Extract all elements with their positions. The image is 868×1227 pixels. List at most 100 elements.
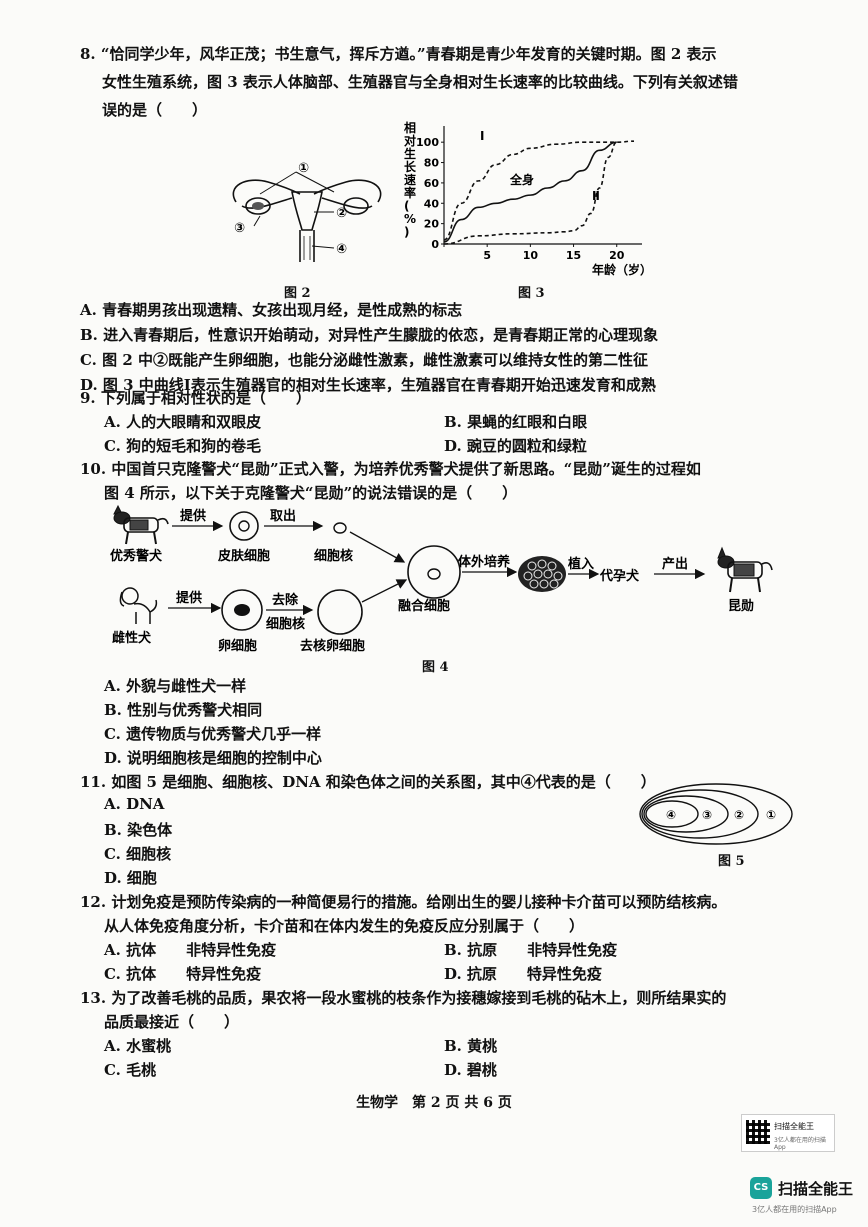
fig2-label-2: ② bbox=[336, 206, 347, 221]
fig4-label-implant: 植入 bbox=[567, 556, 594, 572]
q12-option-d: D. 抗原 特异性免疫 bbox=[444, 965, 602, 983]
fig4-label-police-dog: 优秀警犬 bbox=[110, 548, 163, 564]
fig5-label-1: ① bbox=[766, 808, 776, 822]
camscanner-tagline: 3亿人都在用的扫描App bbox=[752, 1205, 837, 1214]
question-11-stem: 11. 如图 5 是细胞、细胞核、DNA 和染色体之间的关系图，其中④代表的是（… bbox=[80, 773, 656, 791]
q12-option-a: A. 抗体 非特异性免疫 bbox=[104, 941, 277, 959]
question-9-stem: 9. 下列属于相对性状的是（ ） bbox=[80, 389, 311, 407]
q9-option-b: B. 果蝇的红眼和白眼 bbox=[444, 413, 588, 431]
fig4-label-egg-cell: 卵细胞 bbox=[218, 638, 257, 654]
q10-option-b: B. 性别与优秀警犬相同 bbox=[104, 701, 263, 719]
q8-option-a: A. 青春期男孩出现遗精、女孩出现月经，是性成熟的标志 bbox=[80, 301, 463, 319]
police-dog-icon bbox=[113, 504, 169, 545]
q8-option-c: C. 图 2 中②既能产生卵细胞，也能分泌雌性激素，雌性激素可以维持女性的第二性… bbox=[80, 351, 649, 369]
q13-option-c: C. 毛桃 bbox=[104, 1061, 157, 1079]
fig3-curve-label-3: Ⅱ bbox=[592, 189, 600, 203]
q11-option-d: D. 细胞 bbox=[104, 869, 157, 887]
fig5-caption: 图 5 bbox=[718, 854, 745, 869]
q13-option-b: B. 黄桃 bbox=[444, 1037, 498, 1055]
fig4-label-remove: 去除 bbox=[272, 592, 299, 608]
q13-line-1: 13. 为了改善毛桃的品质，果农将一段水蜜桃的枝条作为接穗嫁接到毛桃的砧木上，则… bbox=[80, 989, 727, 1007]
q12-option-c: C. 抗体 特异性免疫 bbox=[104, 965, 262, 983]
series-line-1 bbox=[443, 140, 635, 241]
fig3-curve-label-1: Ⅰ bbox=[480, 129, 484, 143]
fig4-label-in-vitro: 体外培养 bbox=[458, 554, 511, 570]
y-tick-label: 100 bbox=[416, 136, 439, 149]
q10-line-1: 10. 中国首只克隆警犬“昆勋”正式入警，为培养优秀警犬提供了新思路。“昆勋”诞… bbox=[80, 460, 701, 478]
series-line-2 bbox=[443, 141, 617, 243]
q12-line-2: 从人体免疫角度分析，卡介苗和在体内发生的免疫反应分别属于（ ） bbox=[104, 917, 585, 935]
fig5-label-3: ③ bbox=[702, 808, 712, 822]
camscanner-logo-icon: CS bbox=[750, 1177, 772, 1199]
qr-code-icon bbox=[746, 1120, 770, 1144]
y-tick-label: 20 bbox=[424, 218, 440, 231]
figure-4-cloning-process: 优秀警犬 提供 皮肤细胞 取出 细胞核 雌性犬 提供 卵细胞 去除 细胞核 去核… bbox=[110, 504, 773, 654]
enucleated-egg-icon bbox=[317, 589, 363, 635]
fig2-label-3: ③ bbox=[234, 221, 245, 236]
q8-options: A. 青春期男孩出现遗精、女孩出现月经，是性成熟的标志 B. 进入青春期后，性意… bbox=[80, 298, 840, 397]
fig4-label-nucleus: 细胞核 bbox=[314, 548, 353, 564]
q8-option-b: B. 进入青春期后，性意识开始萌动，对异性产生朦胧的依恋，是青春期正常的心理现象 bbox=[80, 326, 659, 344]
nucleus-icon bbox=[333, 522, 347, 534]
fig2-label-1: ① bbox=[298, 161, 309, 176]
y-tick-label: 0 bbox=[431, 238, 439, 251]
q11-option-a: A. DNA bbox=[104, 795, 165, 813]
q8-option-d: D. 图 3 中曲线Ⅰ表示生殖器官的相对生长速率，生殖器官在青春期开始迅速发育和… bbox=[80, 376, 656, 394]
scanner-badge: 扫描全能王 3亿人都在用的扫描App bbox=[741, 1114, 835, 1152]
x-tick-label: 20 bbox=[609, 249, 625, 262]
fused-cell-icon bbox=[407, 545, 461, 599]
fig4-label-skin-cell: 皮肤细胞 bbox=[217, 548, 270, 564]
x-tick-label: 10 bbox=[523, 249, 539, 262]
q10-option-c: C. 遗传物质与优秀警犬几乎一样 bbox=[104, 725, 322, 743]
x-tick-label: 5 bbox=[483, 249, 491, 262]
scanner-badge-title: 扫描全能王 bbox=[774, 1122, 814, 1131]
y-tick-label: 40 bbox=[424, 197, 440, 210]
fig4-label-fused-cell: 融合细胞 bbox=[398, 598, 450, 614]
q12-line-1: 12. 计划免疫是预防传染病的一种简便易行的措施。给刚出生的婴儿接种卡介苗可以预… bbox=[80, 893, 727, 911]
fig4-label-provide-2: 提供 bbox=[176, 590, 202, 606]
q12-option-b: B. 抗原 非特异性免疫 bbox=[444, 941, 618, 959]
question-8-stem: 8. “恰同学少年，风华正茂；书生意气，挥斥方遒。”青春期是青少年发育的关键时期… bbox=[80, 42, 840, 122]
figure-2-reproductive-system: ① ② ③ ④ bbox=[232, 161, 382, 262]
fig4-label-take-out: 取出 bbox=[270, 508, 296, 524]
fig4-label-surrogate: 代孕犬 bbox=[599, 568, 640, 584]
fig3-ylabel: 相对生长速率(%) bbox=[404, 120, 417, 239]
q13-option-d: D. 碧桃 bbox=[444, 1061, 497, 1079]
camscanner-name: 扫描全能王 bbox=[778, 1180, 854, 1198]
q9-option-a: A. 人的大眼睛和双眼皮 bbox=[104, 413, 262, 431]
fig3-caption: 图 3 bbox=[518, 286, 545, 301]
scanner-badge-sub: 3亿人都在用的扫描App bbox=[774, 1137, 826, 1151]
q13-option-a: A. 水蜜桃 bbox=[104, 1037, 172, 1055]
fig4-label-female-dog: 雌性犬 bbox=[112, 630, 152, 646]
q9-option-d: D. 豌豆的圆粒和绿粒 bbox=[444, 437, 587, 455]
y-tick-label: 80 bbox=[424, 157, 440, 170]
kunxun-dog-icon bbox=[717, 546, 773, 593]
fig3-curve-label-2: 全身 bbox=[509, 172, 534, 187]
figure-5-nested-ellipses: ④ ③ ② ① bbox=[639, 783, 793, 845]
q8-line-3: 误的是（ ） bbox=[102, 101, 208, 119]
page-footer: 生物学 第 2 页 共 6 页 bbox=[356, 1095, 512, 1111]
fig4-label-provide-1: 提供 bbox=[180, 508, 206, 524]
q11-option-c: C. 细胞核 bbox=[104, 845, 172, 863]
skin-cell-icon bbox=[229, 511, 259, 541]
fig4-label-produce: 产出 bbox=[662, 556, 688, 572]
fig5-label-2: ② bbox=[734, 808, 744, 822]
female-dog-icon bbox=[119, 587, 158, 624]
q10-line-2: 图 4 所示，以下关于克隆警犬“昆勋”的说法错误的是（ ） bbox=[104, 484, 518, 502]
q11-option-b: B. 染色体 bbox=[104, 821, 173, 839]
fig2-caption: 图 2 bbox=[284, 286, 311, 301]
fig4-label-enucleated-egg: 去核卵细胞 bbox=[300, 638, 365, 654]
fig3-xlabel: 年龄（岁） bbox=[592, 262, 652, 277]
q8-line-2: 女性生殖系统，图 3 表示人体脑部、生殖器官与全身相对生长速率的比较曲线。下列有… bbox=[102, 73, 738, 91]
y-tick-label: 60 bbox=[424, 177, 440, 190]
q10-option-d: D. 说明细胞核是细胞的控制中心 bbox=[104, 749, 322, 767]
fig4-label-kunxun: 昆勋 bbox=[728, 598, 754, 614]
fig4-label-remove-nucleus: 细胞核 bbox=[266, 616, 305, 632]
fig2-label-4: ④ bbox=[336, 242, 347, 257]
q10-option-a: A. 外貌与雌性犬一样 bbox=[104, 677, 247, 695]
q13-line-2: 品质最接近（ ） bbox=[104, 1013, 240, 1031]
series-line-3 bbox=[443, 141, 618, 245]
fig4-caption: 图 4 bbox=[422, 660, 449, 675]
x-tick-label: 15 bbox=[566, 249, 581, 262]
q8-line-1: 8. “恰同学少年，风华正茂；书生意气，挥斥方遒。”青春期是青少年发育的关键时期… bbox=[80, 45, 717, 63]
